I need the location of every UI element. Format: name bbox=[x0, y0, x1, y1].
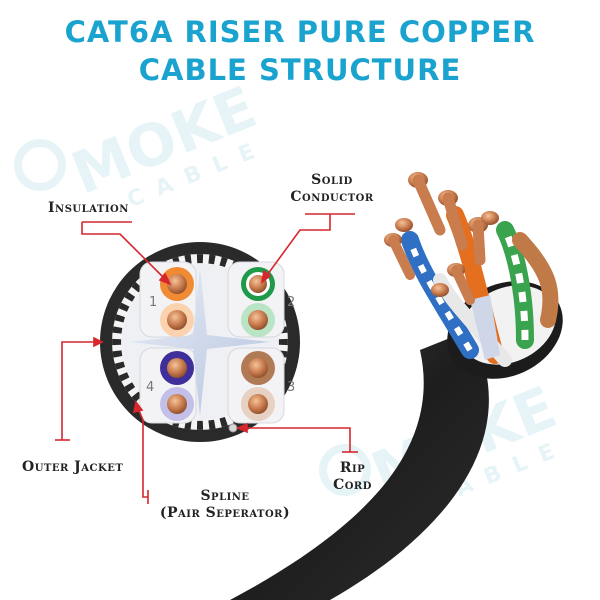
leader-spline bbox=[137, 407, 148, 498]
pair-number-3: 3 bbox=[287, 380, 295, 395]
label-solid-conductor-line-2: Conductor bbox=[290, 189, 374, 205]
arrow-solid-conductor bbox=[260, 269, 272, 284]
conductor-tips bbox=[384, 172, 499, 305]
label-solid-conductor: Solid Conductor bbox=[282, 172, 382, 206]
copper-tip bbox=[431, 283, 449, 297]
pair-2-copper-b bbox=[248, 310, 268, 330]
page-title-line-2: CABLE STRUCTURE bbox=[138, 53, 462, 87]
pair-number-2: 2 bbox=[287, 295, 295, 310]
jacket-tooth bbox=[112, 350, 123, 358]
leader-lines bbox=[55, 213, 358, 504]
label-insulation: Insulation bbox=[48, 200, 129, 216]
cable-sheath-curve bbox=[230, 330, 489, 600]
pair-1-copper-b bbox=[167, 310, 187, 330]
spline-piece bbox=[470, 295, 500, 360]
page-title-line-1: CAT6A RISER PURE COPPER bbox=[64, 15, 536, 49]
jacket-tooth bbox=[196, 420, 204, 430]
label-outer-jacket: Outer Jacket bbox=[22, 459, 124, 475]
arrow-outer-jacket bbox=[93, 336, 104, 348]
jacket-tooth bbox=[118, 372, 130, 382]
jacket-tooth bbox=[196, 254, 204, 264]
leader-rip-cord bbox=[242, 427, 351, 452]
jacket-tooth bbox=[219, 256, 228, 267]
cross-section: 1 2 3 4 bbox=[100, 242, 300, 442]
jacket-tooth bbox=[124, 382, 136, 393]
watermark-logo-icon bbox=[14, 139, 66, 191]
arrow-insulation bbox=[158, 272, 172, 286]
jacket-tooth bbox=[219, 417, 228, 428]
pair-1-copper-a bbox=[167, 274, 187, 294]
leader-outer-jacket bbox=[61, 341, 96, 440]
copper-tip bbox=[481, 211, 499, 225]
pair-3-copper-b bbox=[248, 394, 268, 414]
label-rip-cord-line-1: Rip bbox=[339, 460, 366, 476]
jacket-tooth bbox=[112, 326, 123, 334]
label-spline: Spline (Pair Seperator) bbox=[155, 488, 295, 522]
label-rip-cord: Rip Cord bbox=[325, 460, 380, 494]
label-spline-line-2: (Pair Seperator) bbox=[159, 505, 291, 521]
jacket-tooth bbox=[124, 291, 136, 302]
leader-solid-conductor bbox=[264, 214, 331, 279]
wire-green-stripe bbox=[501, 228, 529, 341]
label-solid-conductor-line-1: Solid bbox=[311, 172, 353, 188]
watermark-logo-icon-2 bbox=[319, 444, 371, 496]
jacket-tooth bbox=[118, 302, 130, 312]
jacket-tooth bbox=[114, 361, 125, 370]
pair-3-copper-a bbox=[248, 358, 268, 378]
jacket-tooth bbox=[208, 419, 216, 430]
jacket-tooth bbox=[112, 338, 122, 346]
wire-brown bbox=[512, 232, 559, 328]
pair-4-copper-b bbox=[167, 394, 187, 414]
pair-4-copper-a bbox=[167, 358, 187, 378]
jacket-tooth bbox=[208, 254, 216, 265]
copper-tip bbox=[395, 218, 413, 232]
pair-number-4: 4 bbox=[146, 380, 154, 395]
label-spline-line-1: Spline bbox=[200, 488, 250, 504]
jacket-tooth bbox=[278, 338, 288, 346]
cable-body bbox=[230, 172, 563, 600]
label-rip-cord-line-2: Cord bbox=[333, 477, 372, 493]
arrow-rip-cord bbox=[236, 422, 248, 434]
spline-cross bbox=[130, 268, 270, 416]
jacket-tooth bbox=[114, 314, 125, 323]
arrow-spline bbox=[132, 400, 144, 414]
pair-number-1: 1 bbox=[149, 295, 157, 310]
leader-insulation bbox=[81, 222, 167, 281]
rip-cord-dot bbox=[228, 423, 238, 433]
